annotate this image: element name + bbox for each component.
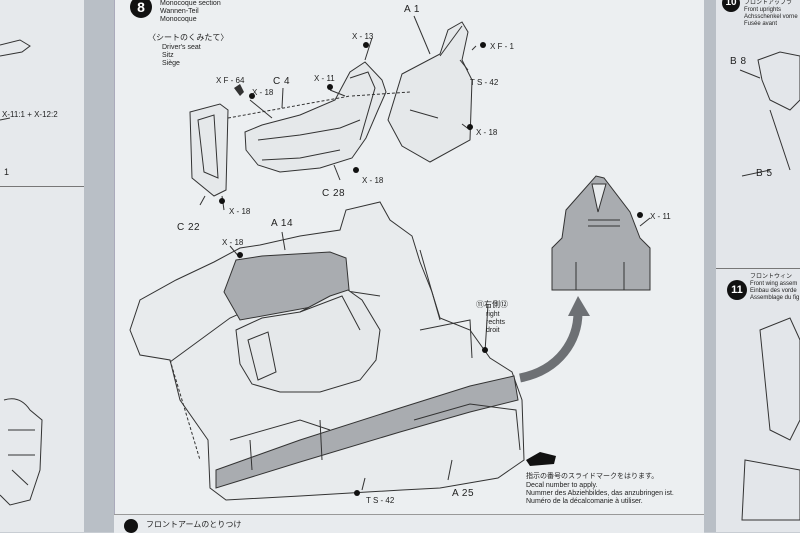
title-line: Einbau des vorde: [750, 288, 797, 294]
part-label-ts42-top: T S - 42: [470, 78, 499, 87]
page-gap-right: [704, 0, 716, 532]
next-step-bar: フロントアームのとりつけ: [114, 514, 704, 533]
note-line: Nummer des Abziehbildes, das anzubringen…: [526, 490, 674, 497]
part-label-ts42-bottom: T S - 42: [366, 496, 395, 505]
part-label-c22: C 22: [177, 222, 201, 233]
divider: [716, 268, 800, 269]
formula-text: X-11:1 + X-12:2: [2, 110, 58, 119]
seat-line: Sitz: [162, 52, 174, 59]
title-line: Wannen-Teil: [160, 8, 199, 15]
step-10-number: 10: [722, 0, 740, 12]
left-page-column: [0, 0, 84, 532]
side-line: right: [486, 311, 500, 318]
title-line: フロントウィン: [750, 274, 793, 280]
step-8-title: Monocoque section Wannen-Teil Monocoque: [160, 0, 221, 24]
part-label-a14: A 14: [271, 218, 294, 229]
part-label-x18-c4: X - 18: [252, 88, 274, 97]
part-label-a25: A 25: [452, 488, 475, 499]
part-label-c4: C 4: [273, 76, 291, 87]
title-line: Fusée avant: [744, 21, 778, 27]
step-11-title: フロントウィン Front wing assem Einbau des vord…: [750, 274, 799, 302]
title-line: Achsschenkel vorne: [744, 14, 798, 20]
step-8-number: 8: [130, 0, 152, 18]
part-label-x18-c28: X - 18: [362, 176, 384, 185]
seat-line: Driver's seat: [162, 44, 201, 51]
note-line: Numéro de la décalcomanie à utiliser.: [526, 498, 643, 505]
side-line: droit: [486, 327, 500, 334]
decal-note-lines: Decal number to apply. Nummer des Abzieh…: [526, 482, 674, 506]
part-label-xf64: X F - 64: [216, 76, 245, 85]
title-line: Monocoque section: [160, 0, 221, 7]
part-label-b5: B 5: [756, 168, 773, 179]
note-line: Decal number to apply.: [526, 482, 598, 489]
title-line: Monocoque: [160, 16, 197, 23]
part-label-b8: B 8: [730, 56, 747, 67]
decal-side-marker: ⑪右側⑫: [476, 300, 508, 309]
part-label-x11-top: X - 11: [314, 74, 335, 83]
part-label-x11-right: X - 11: [650, 212, 671, 221]
part-label-a1: A 1: [404, 4, 420, 15]
seat-heading: 〈シートのくみたて〉: [148, 33, 229, 42]
step-number-fragment: 1: [4, 167, 10, 177]
seat-line: Siège: [162, 60, 180, 67]
step-circle-icon: [124, 519, 138, 533]
decal-note-jp: 指示の番号のスライドマークをはります。: [526, 473, 659, 480]
step-11-number: 11: [727, 280, 747, 300]
page-gap: [84, 0, 114, 532]
title-line: Front wing assem: [750, 281, 798, 287]
part-label-c28: C 28: [322, 188, 346, 199]
part-label-xf1: X F - 1: [490, 42, 515, 51]
decal-side-lines: right rechts droit: [486, 311, 505, 335]
next-step-title: フロントアームのとりつけ: [146, 520, 242, 529]
part-label-x18-right: X - 18: [476, 128, 498, 137]
title-line: Front uprights: [744, 7, 782, 13]
title-line: Assemblage du fig: [750, 295, 800, 301]
right-page-column: [716, 0, 800, 532]
side-line: rechts: [486, 319, 506, 326]
part-label-x18-a14: X - 18: [222, 238, 244, 247]
part-label-x18-c22: X - 18: [229, 207, 251, 216]
step-10-title: フロントアップラ Front uprights Achsschenkel vor…: [744, 0, 798, 28]
part-label-x13: X - 13: [352, 32, 374, 41]
seat-label-list: Driver's seat Sitz Siège: [162, 44, 201, 68]
title-line: フロントアップラ: [744, 0, 793, 6]
divider: [0, 186, 84, 187]
